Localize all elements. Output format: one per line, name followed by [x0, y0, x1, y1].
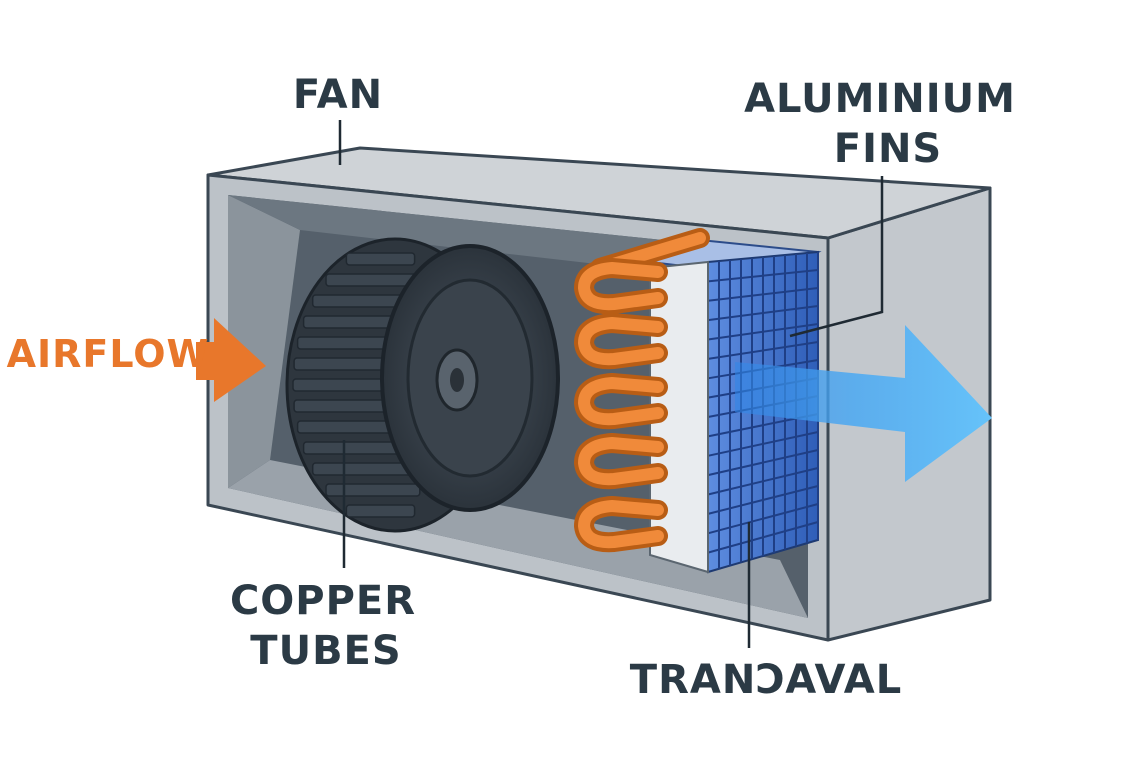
fin-line-horizontal: [707, 323, 819, 341]
fin-line-horizontal: [707, 341, 819, 360]
copper-tube-loops: [574, 258, 668, 553]
fin-line-horizontal: [707, 485, 819, 515]
airflow-in-arrow-icon: [196, 318, 266, 402]
fan-blade: [345, 504, 416, 518]
copper-tube-loop: [578, 262, 664, 311]
copper-tube-loop: [578, 437, 664, 486]
fan-blade: [345, 252, 416, 266]
copper-tube-loop: [578, 500, 664, 549]
bottom-right-label: TRANϽAVAL: [630, 657, 902, 703]
fin-line-horizontal: [707, 431, 819, 457]
fan-axle: [450, 368, 464, 392]
aluminium-fins-label-line1: ALUMINIUM: [744, 76, 1016, 122]
aluminium-fins-leader: [789, 176, 884, 338]
fin-line-horizontal: [707, 269, 819, 283]
aluminium-fins-block: [646, 238, 822, 574]
fin-line-horizontal: [707, 449, 819, 477]
fin-line-horizontal: [707, 503, 819, 535]
airflow-label: AIRFLOW: [7, 332, 210, 376]
fin-line-horizontal: [707, 521, 819, 554]
housing-interior-left-wall: [228, 195, 300, 488]
copper-tube-loop: [578, 317, 664, 366]
fin-line-horizontal: [707, 467, 819, 496]
fins-end-plate: [649, 260, 709, 574]
fan-blade: [325, 483, 421, 497]
fin-line-horizontal: [707, 287, 819, 302]
airflow-out-arrow-icon: [735, 325, 992, 482]
fan-label: FAN: [293, 72, 383, 118]
leader-lines: [338, 120, 884, 648]
copper-tubes-label-line2: TUBES: [250, 628, 401, 674]
fan-wheel: [285, 237, 560, 533]
aluminium-fins-label-line2: FINS: [834, 126, 943, 172]
copper-tubes: [574, 228, 710, 553]
copper-tubes-label-line1: COPPER: [230, 578, 416, 624]
fin-line-horizontal: [707, 305, 819, 322]
copper-tube-loop: [578, 377, 664, 426]
